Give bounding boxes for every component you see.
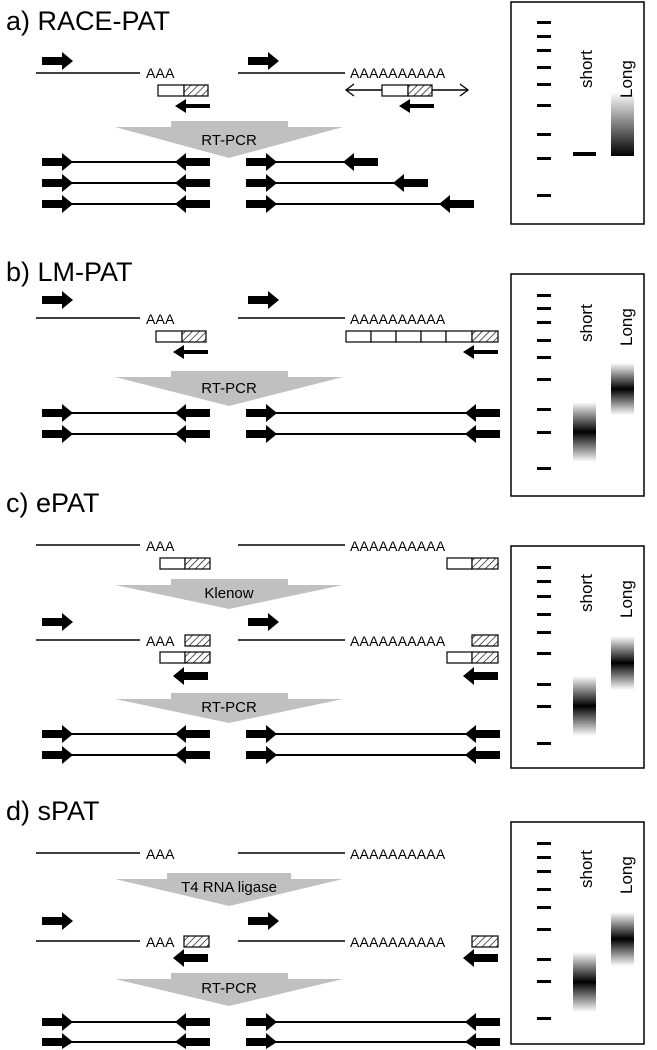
- step-arrow: [115, 873, 343, 906]
- panel-title: d) sPAT: [6, 796, 100, 826]
- lane-label-long: Long: [617, 60, 636, 98]
- forward-primer-arrow: [42, 52, 73, 70]
- anchor-box: [183, 84, 209, 97]
- polya-short-label: AAA: [146, 633, 175, 649]
- band-long: [611, 636, 634, 690]
- size-ladder: [537, 842, 551, 1020]
- lane-label-short: short: [577, 574, 596, 612]
- polya-short-label: AAA: [146, 934, 175, 950]
- forward-primer-arrow: [248, 613, 279, 631]
- band-short: [573, 676, 596, 736]
- lane-label-short: short: [577, 304, 596, 342]
- gel-image: short Long: [510, 821, 645, 1045]
- extended-anchor-box: [471, 634, 499, 647]
- lane-label-short: short: [577, 50, 596, 88]
- double-arrow-head: [459, 83, 470, 97]
- oligo-dt-box: [446, 651, 473, 664]
- ligated-adapter-box: [471, 935, 499, 948]
- band-long: [611, 363, 634, 415]
- oligo-dt-box: [446, 557, 473, 570]
- reverse-primer-arrow: [399, 99, 434, 113]
- panel-race-pat: a) RACE-PAT AAA AAAAAAAAAA RT-PCR: [6, 1, 645, 225]
- gel-image: short Long: [510, 1, 645, 225]
- lane-label-long: Long: [617, 308, 636, 346]
- gel-image: short Long: [510, 545, 645, 769]
- reverse-primer-arrow: [175, 99, 210, 113]
- forward-primer-arrow: [42, 613, 73, 631]
- pcr-products-short: [42, 153, 210, 213]
- reverse-primer-arrow: [463, 949, 498, 967]
- reverse-primer-arrow: [173, 667, 208, 685]
- panel-title: c) ePAT: [6, 488, 100, 518]
- panel-lm-pat: b) LM-PAT AAA AAAAAAAAAA RT-PCR: [6, 257, 645, 497]
- step-label: RT-PCR: [201, 699, 257, 716]
- band-long: [611, 92, 634, 156]
- oligo-dt-box: [157, 84, 185, 97]
- band-long: [611, 912, 634, 966]
- band-short: [573, 402, 596, 462]
- step-arrow: [115, 693, 343, 723]
- band-short: [573, 152, 596, 156]
- pcr-products: [42, 725, 500, 764]
- size-ladder: [537, 21, 551, 197]
- oligo-dt-box: [159, 557, 186, 570]
- step-arrow: [115, 579, 343, 609]
- oligo-dt-box: [159, 651, 186, 664]
- forward-primer-arrow: [42, 912, 73, 930]
- polya-short-label: AAA: [146, 311, 175, 327]
- forward-primer-arrow: [248, 52, 279, 70]
- gel-image: short Long: [510, 273, 645, 497]
- ligated-oligo-array: [345, 330, 499, 343]
- anchor-box: [407, 84, 433, 97]
- anchor-box: [181, 330, 207, 343]
- lane-label-long: Long: [617, 580, 636, 618]
- polya-short-label: AAA: [146, 65, 175, 81]
- step-label: T4 RNA ligase: [181, 879, 277, 896]
- polya-long-label: AAAAAAAAAA: [350, 65, 446, 81]
- polya-long-label: AAAAAAAAAA: [350, 846, 446, 862]
- panel-epat: c) ePAT AAA AAAAAAAAAA Klenow AAA AAAAAA…: [6, 488, 645, 769]
- anchor-box: [471, 651, 499, 664]
- size-ladder: [537, 566, 551, 745]
- step-label: RT-PCR: [201, 980, 257, 997]
- step-arrow: [115, 973, 343, 1006]
- reverse-primer-arrow: [463, 667, 498, 685]
- pcr-products: [42, 1013, 500, 1049]
- anchor-box: [184, 651, 211, 664]
- size-ladder: [537, 294, 551, 470]
- polya-long-label: AAAAAAAAAA: [350, 934, 446, 950]
- anchor-box: [471, 557, 499, 570]
- anchor-box: [184, 557, 211, 570]
- band-short: [573, 952, 596, 1012]
- oligo-dt-box: [155, 330, 183, 343]
- extended-anchor-box: [184, 634, 211, 647]
- lane-label-short: short: [577, 850, 596, 888]
- reverse-primer-arrow: [173, 949, 208, 967]
- lane-label-long: Long: [617, 856, 636, 894]
- forward-primer-arrow: [248, 291, 279, 309]
- step-label: Klenow: [204, 585, 253, 602]
- ligated-adapter-box: [183, 935, 210, 948]
- forward-primer-arrow: [42, 291, 73, 309]
- forward-primer-arrow: [248, 912, 279, 930]
- step-label: RT-PCR: [201, 132, 257, 149]
- panel-spat: d) sPAT AAA AAAAAAAAAA T4 RNA ligase AAA…: [6, 796, 645, 1049]
- polya-short-label: AAA: [146, 846, 175, 862]
- polya-long-label: AAAAAAAAAA: [350, 311, 446, 327]
- pcr-products: [42, 404, 500, 443]
- oligo-dt-box: [381, 84, 409, 97]
- panel-title: a) RACE-PAT: [6, 6, 170, 36]
- double-arrow-head: [344, 83, 355, 97]
- polya-short-label: AAA: [146, 538, 175, 554]
- polya-long-label: AAAAAAAAAA: [350, 633, 446, 649]
- step-label: RT-PCR: [201, 380, 257, 397]
- reverse-primer-arrow: [173, 345, 208, 359]
- reverse-primer-arrow: [463, 345, 498, 359]
- pcr-products-long: [246, 153, 474, 213]
- step-arrow: [115, 121, 343, 158]
- polya-long-label: AAAAAAAAAA: [350, 538, 446, 554]
- panel-title: b) LM-PAT: [6, 257, 133, 287]
- step-arrow: [115, 371, 343, 406]
